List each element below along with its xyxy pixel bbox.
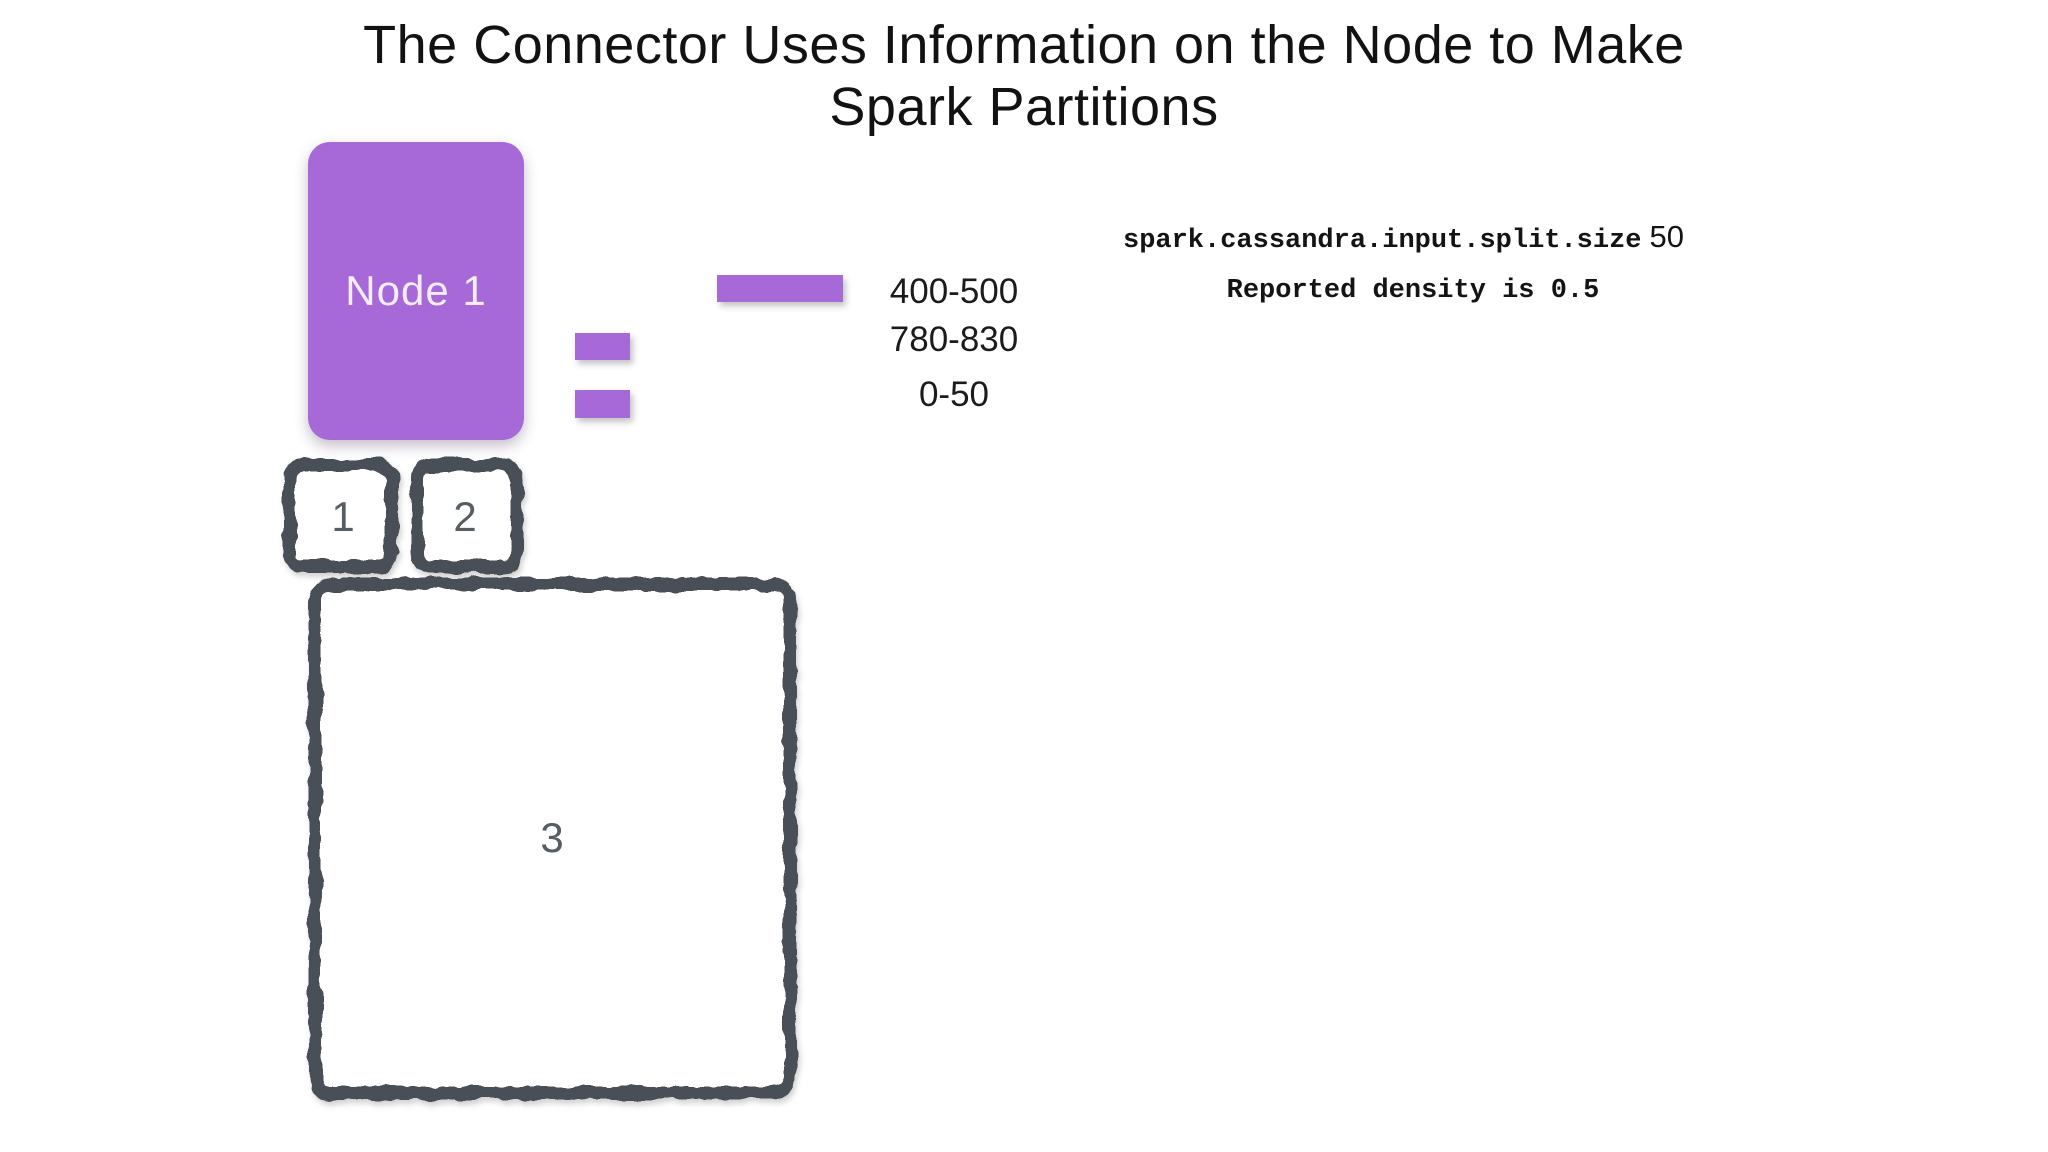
partition-box-2 xyxy=(410,458,524,574)
density-note: Reported density is 0.5 xyxy=(1226,276,1600,306)
split-size-key: spark.cassandra.input.split.size xyxy=(1123,226,1642,256)
token-range-label-780-830: 780-830 xyxy=(889,320,1019,359)
token-range-bar-780-830 xyxy=(575,333,630,360)
partition-box-1 xyxy=(282,458,399,574)
token-range-bar-0-50 xyxy=(575,390,630,418)
token-range-label-0-50: 0-50 xyxy=(918,375,990,414)
partition-box-3 xyxy=(308,577,797,1100)
partition-number-1: 1 xyxy=(331,493,355,540)
split-size-value: 50 xyxy=(1649,219,1684,254)
token-range-bar-400-500 xyxy=(717,275,843,302)
node-1-box: Node 1 xyxy=(308,142,524,440)
slide-title: The Connector Uses Information on the No… xyxy=(0,14,2048,138)
partition-number-2: 2 xyxy=(453,493,477,540)
slide-title-line1: The Connector Uses Information on the No… xyxy=(363,15,1685,75)
node-1-label: Node 1 xyxy=(345,267,487,314)
slide-title-line2: Spark Partitions xyxy=(829,77,1219,137)
partition-number-3: 3 xyxy=(540,814,564,861)
token-range-label-400-500: 400-500 xyxy=(889,272,1019,311)
